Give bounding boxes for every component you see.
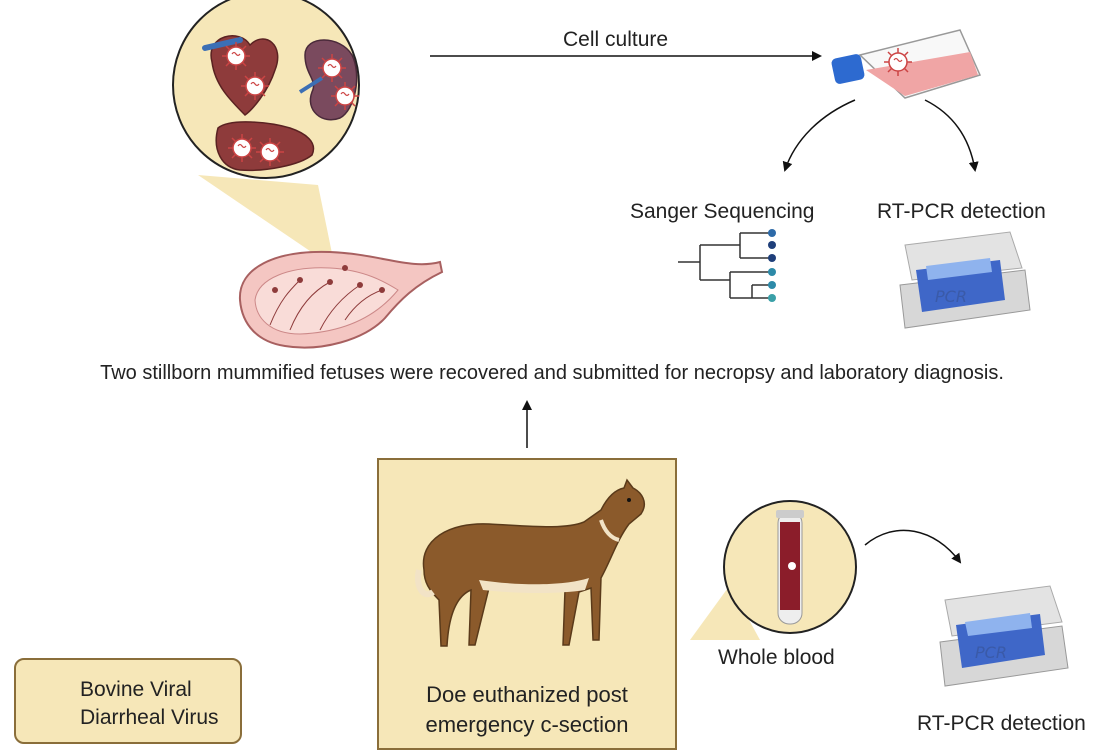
- cell-culture-label: Cell culture: [563, 28, 669, 51]
- cell-culture-flask-icon: [831, 29, 982, 99]
- deer-doe-icon: [415, 478, 645, 647]
- main-caption: Two stillborn mummified fetuses were rec…: [100, 362, 1004, 384]
- rtpcr-detection-top-label: RT-PCR detection: [877, 200, 1046, 223]
- legend-box: Bovine Viral Diarrheal Virus: [14, 658, 242, 744]
- legend-label-line1: Bovine Viral: [80, 678, 192, 701]
- legend-label-line2: Diarrheal Virus: [80, 706, 219, 729]
- doe-caption-line2: emergency c-section: [425, 712, 629, 737]
- doe-caption-line1: Doe euthanized post: [426, 682, 628, 707]
- pcr-machine-icon: PCR: [939, 585, 1069, 687]
- blood-tube-icon: [690, 500, 857, 640]
- rtpcr-detection-bottom-label: RT-PCR detection: [917, 712, 1086, 735]
- whole-blood-label: Whole blood: [718, 646, 835, 669]
- pcr-machine-icon: PCR: [899, 231, 1031, 329]
- doe-box: Doe euthanized post emergency c-section: [377, 458, 677, 750]
- organs-circle-icon: [172, 0, 360, 268]
- sanger-sequencing-label: Sanger Sequencing: [630, 200, 815, 223]
- phylogenetic-tree-icon: [678, 232, 772, 299]
- svg-text:PCR: PCR: [935, 287, 967, 306]
- uterus-fetus-icon: [238, 250, 444, 349]
- svg-text:PCR: PCR: [975, 643, 1007, 662]
